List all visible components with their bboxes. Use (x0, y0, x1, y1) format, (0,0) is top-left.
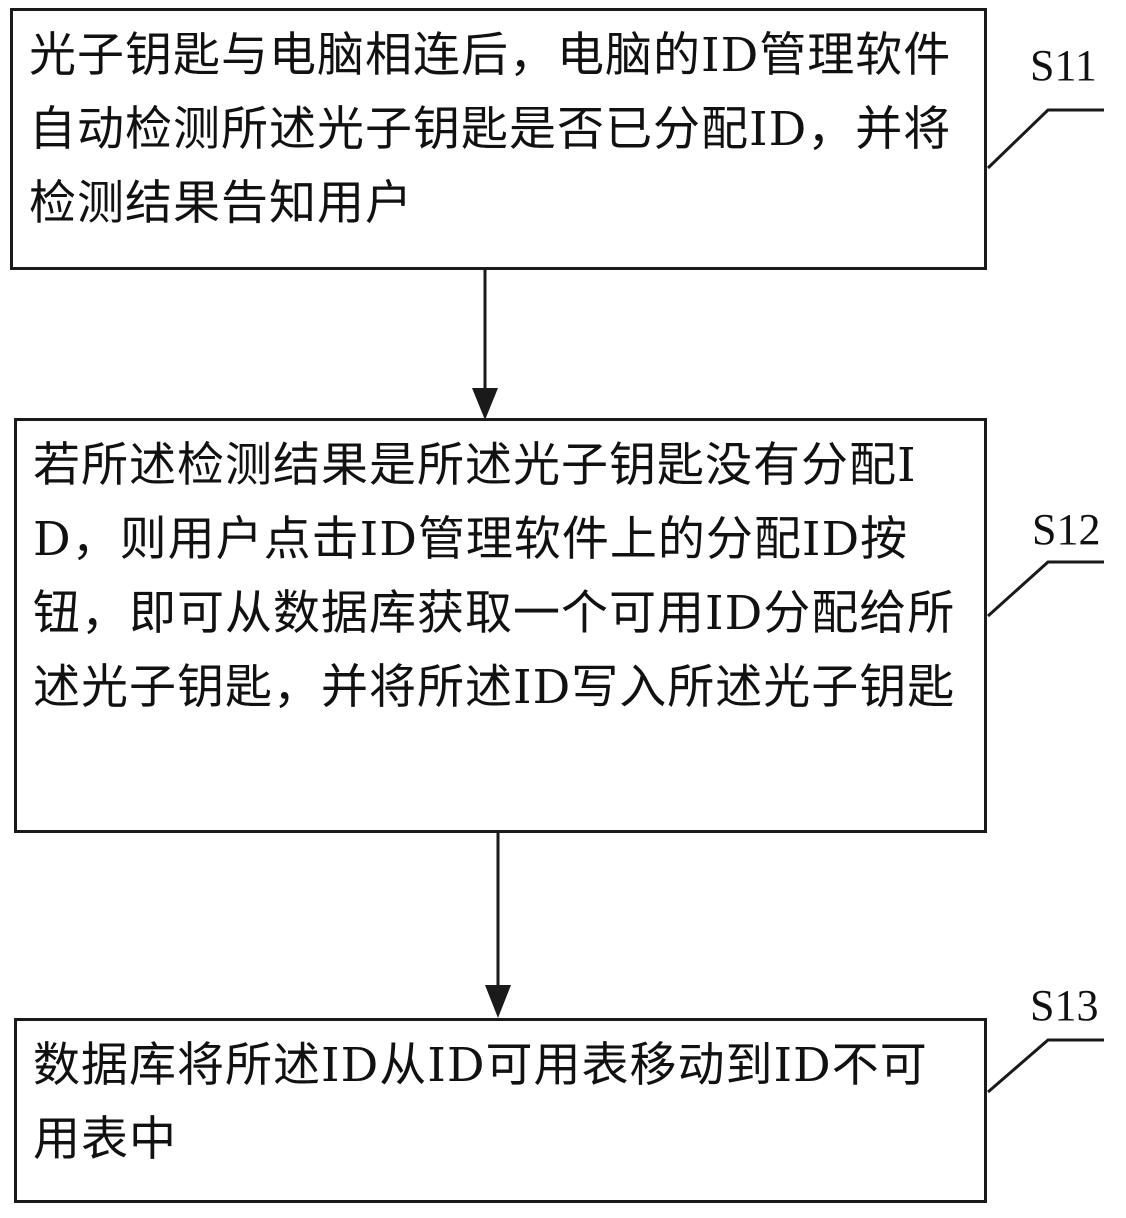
arrowhead-s12 (472, 388, 498, 420)
step-text-s13: 数据库将所述ID从ID可用表移动到ID不可用表中 (33, 1029, 974, 1177)
leader-line-s11 (988, 110, 1104, 168)
step-text-s11: 光子钥匙与电脑相连后，电脑的ID管理软件自动检测所述光子钥匙是否已分配ID，并将… (29, 19, 974, 241)
step-box-s13: 数据库将所述ID从ID可用表移动到ID不可用表中 (14, 1018, 987, 1203)
leader-line-s12 (988, 562, 1104, 616)
step-text-s12: 若所述检测结果是所述光子钥匙没有分配ID，则用户点击ID管理软件上的分配ID按钮… (33, 429, 974, 725)
step-box-s12: 若所述检测结果是所述光子钥匙没有分配ID，则用户点击ID管理软件上的分配ID按钮… (14, 418, 987, 833)
step-label-s11: S11 (1030, 44, 1097, 88)
arrowhead-s13 (485, 985, 511, 1018)
step-label-s12: S12 (1032, 508, 1100, 552)
step-box-s11: 光子钥匙与电脑相连后，电脑的ID管理软件自动检测所述光子钥匙是否已分配ID，并将… (10, 8, 987, 270)
leader-line-s13 (988, 1040, 1104, 1092)
step-label-s13: S13 (1030, 984, 1098, 1028)
